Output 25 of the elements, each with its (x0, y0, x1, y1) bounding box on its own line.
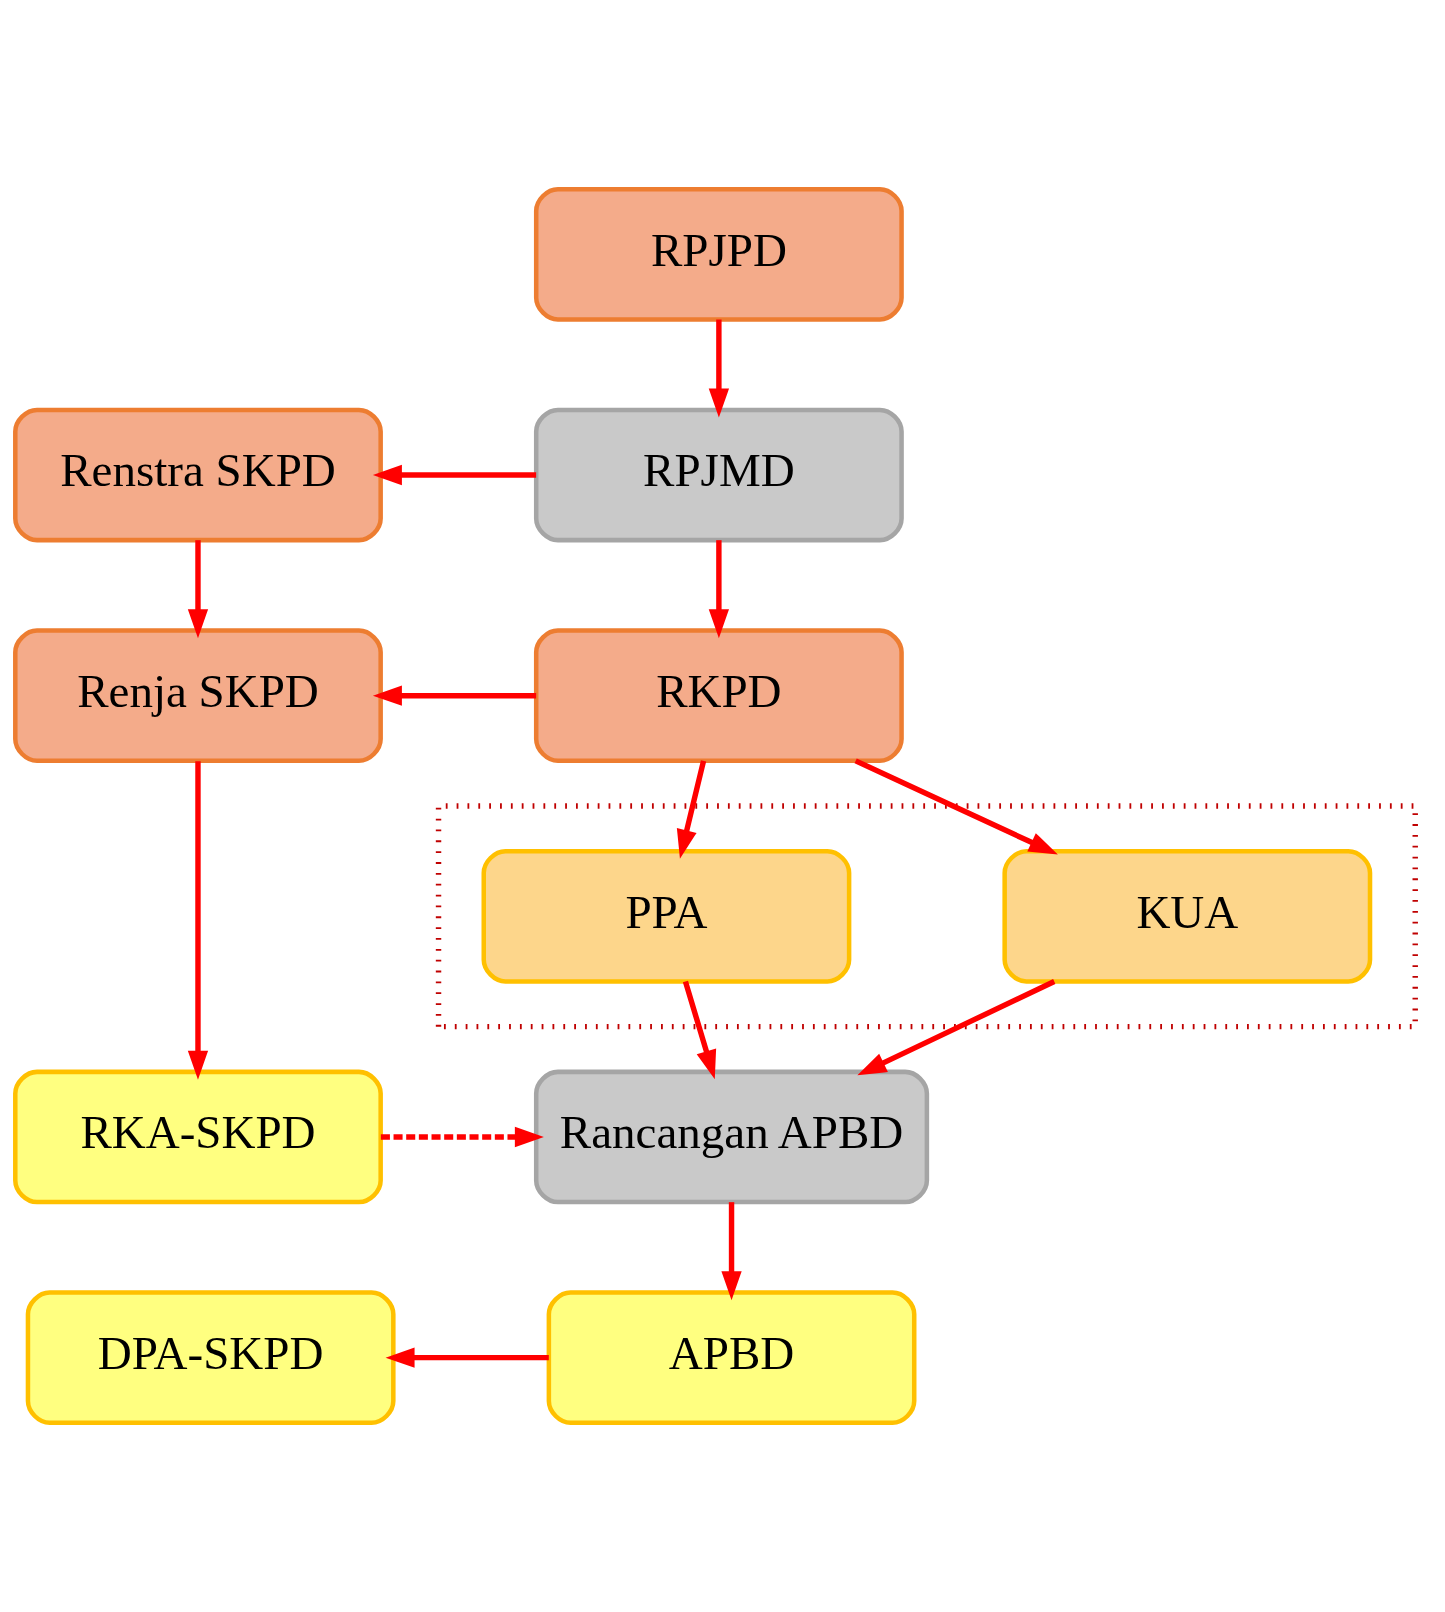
arrow (372, 464, 537, 486)
arrow (385, 1347, 549, 1368)
node-box: APBD (546, 1290, 917, 1426)
node-box: RKPD (533, 628, 904, 764)
node-box: RKA-SKPD (13, 1069, 383, 1205)
cluster (435, 803, 1418, 1030)
arrow (372, 685, 537, 706)
arrow (682, 980, 717, 1080)
node-box: DPA-SKPD (25, 1290, 396, 1426)
arrow (708, 540, 730, 639)
node-box: RPJMD (533, 407, 904, 543)
arrow (380, 1126, 544, 1148)
arrow (857, 979, 1056, 1076)
arrow (721, 1202, 742, 1301)
arrow (854, 758, 1058, 855)
arrow (187, 761, 209, 1080)
arrow (708, 319, 730, 418)
node-box: PPA (481, 848, 852, 984)
node-box: Renja SKPD (13, 628, 383, 764)
node-box: KUA (1002, 848, 1373, 984)
arrow (187, 540, 209, 639)
node-box: RPJPD (533, 186, 904, 322)
node-box: Renstra SKPD (13, 407, 383, 543)
node-box: Rancangan APBD (533, 1069, 930, 1205)
arrow (676, 760, 707, 859)
